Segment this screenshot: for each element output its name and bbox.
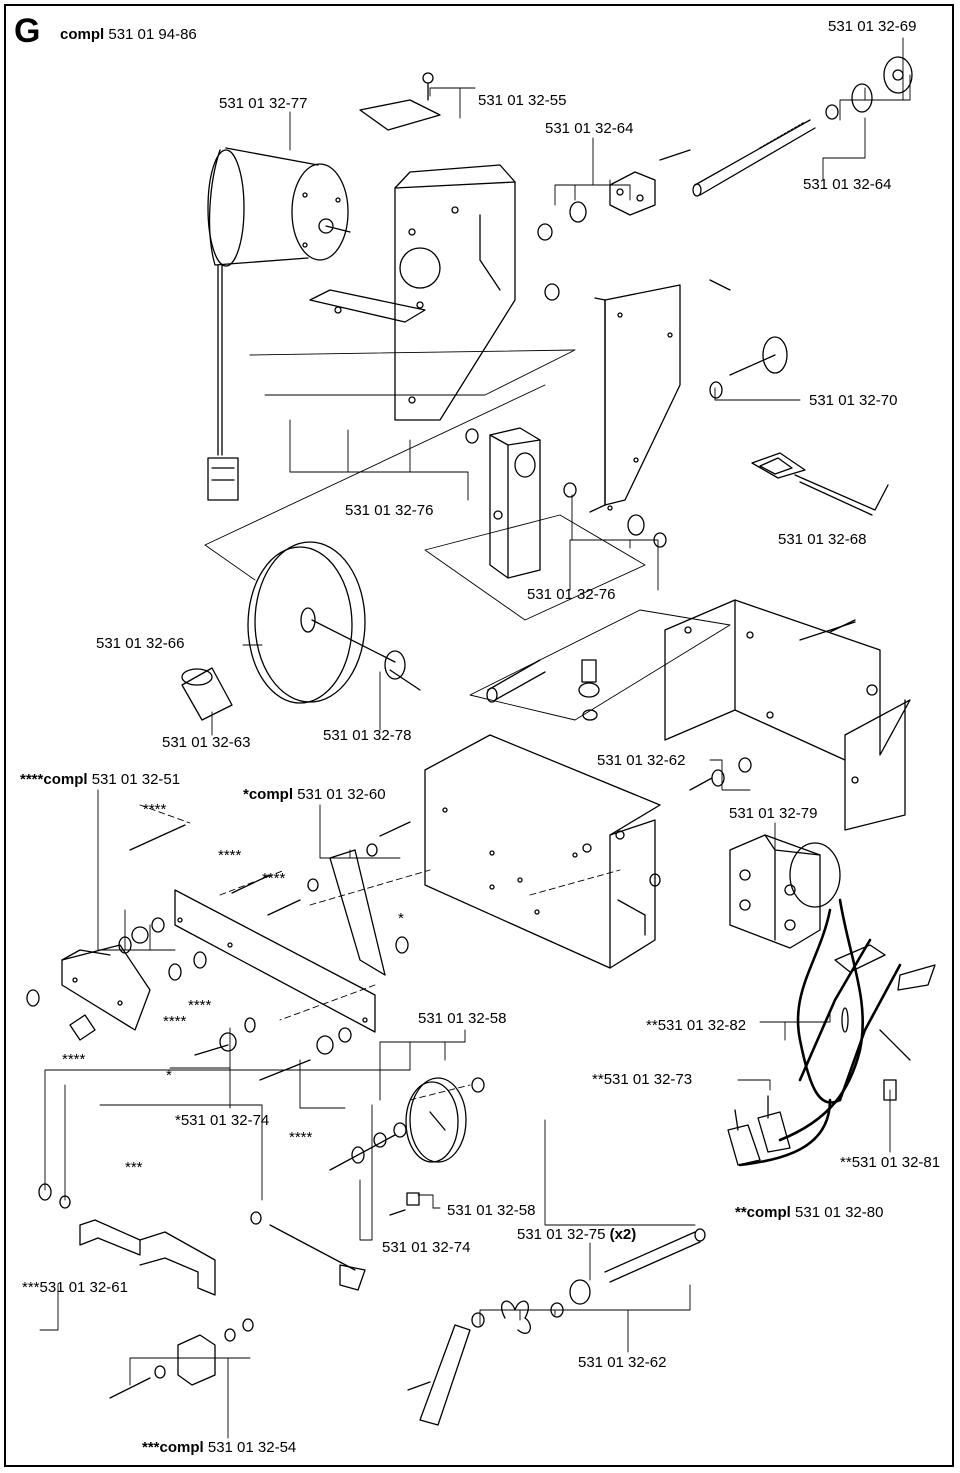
label-531-01-32-76-left: 531 01 32-76: [345, 502, 434, 519]
compl-number: 531 01 94-86: [108, 26, 197, 43]
label-531-01-32-75: 531 01 32-75 (x2): [517, 1227, 636, 1242]
assembly-planes: [204, 349, 731, 721]
bushing-63: [181, 667, 233, 721]
label-531-01-32-64-upper: 531 01 32-64: [545, 120, 634, 137]
page-frame: [4, 4, 954, 1467]
number-531-01-32-80: 531 01 32-80: [795, 1204, 884, 1221]
leader-lines: [39, 37, 911, 1439]
label-531-01-32-66: 531 01 32-66: [96, 635, 185, 652]
slider-block: [537, 149, 731, 301]
label-531-01-32-55: 531 01 32-55: [478, 92, 567, 109]
marker-4star: ****: [289, 1129, 313, 1146]
number-531-01-32-74-left: 531 01 32-74: [180, 1112, 270, 1129]
prefix-compl-2star: **compl: [735, 1204, 791, 1221]
motor: [207, 147, 351, 501]
marker-3star: ***: [125, 1159, 143, 1176]
label-531-01-32-78: 531 01 32-78: [323, 727, 412, 744]
column-76: [465, 427, 667, 579]
gear-motor-79: [729, 834, 841, 949]
threaded-rod: [692, 56, 913, 197]
section-title: compl 531 01 94-86: [60, 27, 197, 42]
label-531-01-32-74-lower: 531 01 32-74: [382, 1239, 471, 1256]
label-compl-531-01-32-54: ***compl 531 01 32-54: [142, 1440, 296, 1455]
marker-1star: *: [166, 1067, 172, 1084]
cable-harness: [738, 898, 902, 1167]
mounting-plate: [309, 289, 426, 323]
label-compl-531-01-32-80: **compl 531 01 32-80: [735, 1205, 883, 1220]
prefix-compl-4star: ****compl: [20, 771, 88, 788]
compl-prefix: compl: [60, 26, 105, 43]
mounting-rail: [118, 821, 411, 1081]
number-531-01-32-82: 531 01 32-82: [657, 1017, 747, 1034]
label-531-01-32-63: 531 01 32-63: [162, 734, 251, 751]
right-bracket: [664, 599, 911, 831]
cam-disc-58: [329, 1077, 485, 1216]
section-letter: G: [14, 12, 41, 50]
number-531-01-32-60: 531 01 32-60: [297, 786, 386, 803]
spacers: [486, 659, 600, 721]
side-plate: [589, 284, 681, 513]
prefix-2star-b: **: [592, 1071, 604, 1088]
number-531-01-32-61: 531 01 32-61: [39, 1279, 128, 1296]
marker-4star: ****: [188, 997, 212, 1014]
prefix-3star: ***: [22, 1279, 40, 1296]
label-531-01-32-69: 531 01 32-69: [828, 18, 917, 35]
hook-bracket-68: [751, 452, 889, 516]
label-531-01-32-62-upper: 531 01 32-62: [597, 752, 686, 769]
label-531-01-32-70: 531 01 32-70: [809, 392, 898, 409]
label-531-01-32-82: **531 01 32-82: [646, 1018, 746, 1033]
motor-bracket: [359, 72, 516, 421]
guide-rail-61: [38, 1183, 366, 1296]
marker-4star: ****: [143, 801, 167, 818]
lever-shaft-62: [407, 1228, 706, 1426]
qty-x2: (x2): [609, 1226, 637, 1243]
label-531-01-32-58-upper: 531 01 32-58: [418, 1010, 507, 1027]
number-531-01-32-75: 531 01 32-75: [517, 1226, 606, 1243]
battery-clamps: [834, 944, 936, 1101]
number-531-01-32-54: 531 01 32-54: [207, 1439, 297, 1456]
label-531-01-32-68: 531 01 32-68: [778, 531, 867, 548]
label-531-01-32-61: ***531 01 32-61: [22, 1280, 128, 1295]
label-compl-531-01-32-60: *compl 531 01 32-60: [243, 787, 386, 802]
marker-4star: ****: [262, 870, 286, 887]
prefix-1star: *: [175, 1112, 181, 1129]
label-531-01-32-73: **531 01 32-73: [592, 1072, 692, 1087]
knob-70: [709, 336, 788, 399]
label-531-01-32-76-right: 531 01 32-76: [527, 586, 616, 603]
number-531-01-32-73: 531 01 32-73: [603, 1071, 693, 1088]
label-531-01-32-79: 531 01 32-79: [729, 805, 818, 822]
clamp-block-54: [109, 1318, 254, 1399]
grinding-wheel-66: [247, 541, 421, 704]
label-531-01-32-81: **531 01 32-81: [840, 1155, 940, 1170]
center-lines: [139, 804, 621, 1101]
prefix-compl-1star: *compl: [243, 786, 294, 803]
label-531-01-32-64-right: 531 01 32-64: [803, 176, 892, 193]
marker-1star: *: [398, 910, 404, 927]
number-531-01-32-81: 531 01 32-81: [851, 1154, 941, 1171]
marker-4star: ****: [163, 1013, 187, 1030]
label-compl-531-01-32-51: ****compl 531 01 32-51: [20, 772, 180, 787]
label-531-01-32-58-lower: 531 01 32-58: [447, 1202, 536, 1219]
number-531-01-32-51: 531 01 32-51: [91, 771, 181, 788]
toggle-switches: [727, 1095, 791, 1166]
prefix-2star: **: [646, 1017, 658, 1034]
prefix-2star-c: **: [840, 1154, 852, 1171]
label-531-01-32-62-lower: 531 01 32-62: [578, 1354, 667, 1371]
label-531-01-32-77: 531 01 32-77: [219, 95, 308, 112]
prefix-compl-3star: ***compl: [142, 1439, 204, 1456]
left-clamp-bracket: [26, 944, 151, 1041]
main-housing: [424, 734, 752, 969]
label-531-01-32-74-left: *531 01 32-74: [175, 1113, 269, 1128]
marker-4star: ****: [218, 847, 242, 864]
marker-4star: ****: [62, 1051, 86, 1068]
